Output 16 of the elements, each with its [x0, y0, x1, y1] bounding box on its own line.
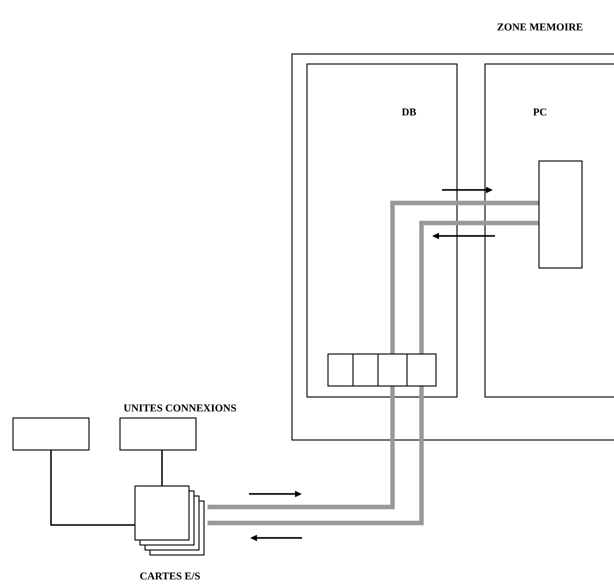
connector-line [50, 450, 134, 526]
empty-box [406, 354, 436, 386]
empty-box [120, 417, 196, 450]
connector-line [208, 386, 395, 510]
empty-box [328, 354, 354, 386]
connector-line [208, 386, 424, 526]
node-label: CARTES E/S [140, 572, 200, 580]
connector-line [161, 450, 163, 486]
card-stack: CARTES E/S [134, 485, 204, 580]
empty-box [12, 417, 90, 450]
empty-box [538, 160, 582, 268]
connector-line [390, 200, 538, 354]
node-label: ZONE MEMOIRE [497, 23, 582, 31]
empty-box [352, 354, 378, 386]
empty-box [378, 354, 408, 386]
connector-line [419, 220, 538, 354]
